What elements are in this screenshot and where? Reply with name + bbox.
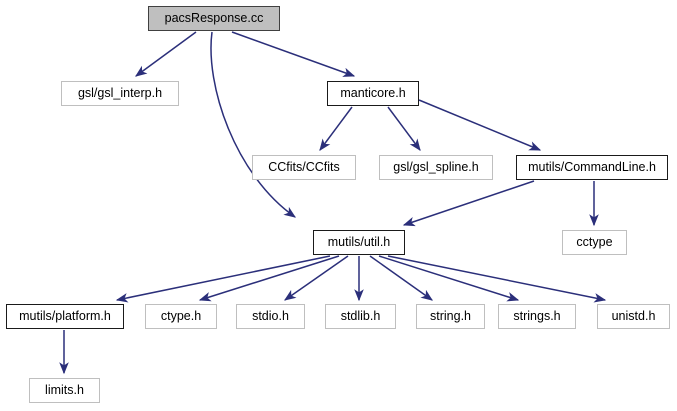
edge-manticore-to-gslspline bbox=[387, 106, 421, 151]
graph-node-ccfits[interactable]: CCfits/CCfits bbox=[252, 155, 356, 180]
graph-node-unistd[interactable]: unistd.h bbox=[597, 304, 670, 329]
graph-node-stdio[interactable]: stdio.h bbox=[236, 304, 305, 329]
edge-util-to-stdio bbox=[284, 255, 349, 301]
graph-node-stdlib[interactable]: stdlib.h bbox=[325, 304, 396, 329]
graph-node-gslspline[interactable]: gsl/gsl_spline.h bbox=[379, 155, 493, 180]
graph-node-manticore[interactable]: manticore.h bbox=[327, 81, 419, 106]
edge-util-to-string bbox=[369, 255, 433, 301]
edge-util-to-strings bbox=[378, 255, 520, 302]
graph-node-gslinterp[interactable]: gsl/gsl_interp.h bbox=[61, 81, 179, 106]
graph-node-string[interactable]: string.h bbox=[416, 304, 485, 329]
graph-node-cctype[interactable]: cctype bbox=[562, 230, 627, 255]
graph-node-limits[interactable]: limits.h bbox=[29, 378, 100, 403]
graph-node-platform[interactable]: mutils/platform.h bbox=[6, 304, 124, 329]
edge-commandline-to-util bbox=[402, 180, 535, 227]
edge-pacsResponse-to-manticore bbox=[231, 31, 356, 77]
graph-node-commandline[interactable]: mutils/CommandLine.h bbox=[516, 155, 668, 180]
graph-node-util[interactable]: mutils/util.h bbox=[313, 230, 405, 255]
graph-node-ctype[interactable]: ctype.h bbox=[145, 304, 217, 329]
edge-manticore-to-commandline bbox=[418, 99, 542, 151]
edge-pacsResponse-to-util bbox=[210, 31, 296, 218]
edge-util-to-unistd bbox=[387, 255, 607, 303]
edge-util-to-platform bbox=[115, 255, 331, 303]
graph-node-pacsResponse[interactable]: pacsResponse.cc bbox=[148, 6, 280, 31]
edge-pacsResponse-to-gslinterp bbox=[135, 31, 197, 77]
edge-util-to-ctype bbox=[198, 255, 340, 302]
edge-manticore-to-ccfits bbox=[319, 106, 353, 151]
graph-node-strings[interactable]: strings.h bbox=[498, 304, 576, 329]
